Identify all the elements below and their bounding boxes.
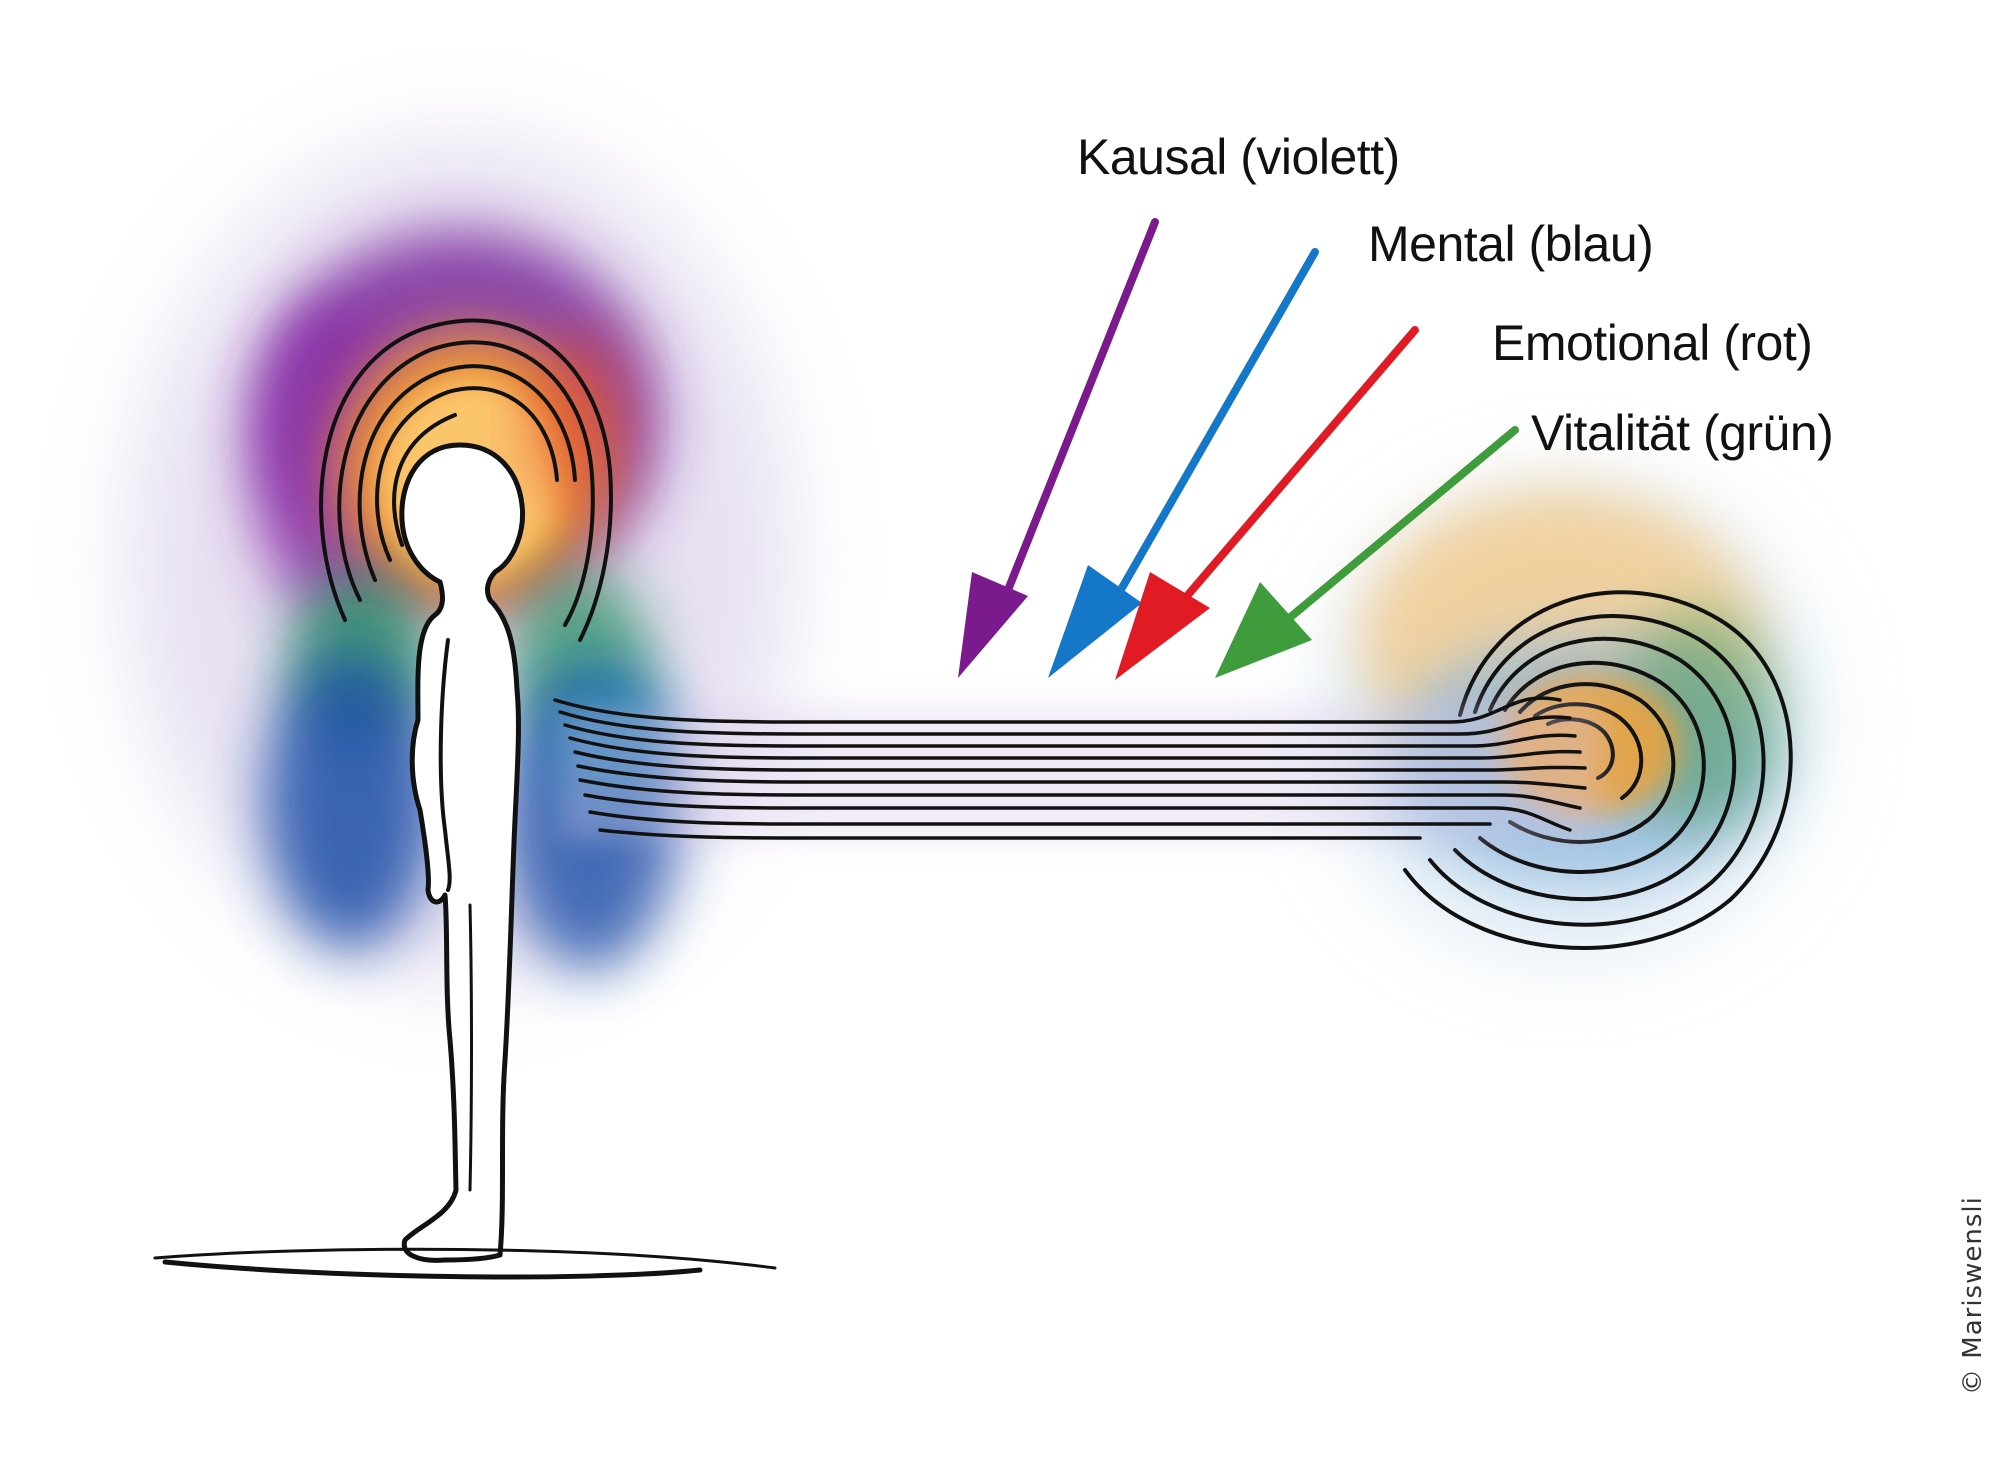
ground-shadow [153, 1247, 777, 1280]
connection-streams [553, 696, 1600, 840]
label-causal: Kausal (violett) [1077, 129, 1400, 185]
label-emotional: Emotional (rot) [1492, 315, 1813, 371]
label-mental: Mental (blau) [1368, 216, 1654, 272]
arrow-causal [958, 218, 1159, 678]
head-aura-rings [319, 318, 613, 642]
arrow-emotional [1115, 326, 1419, 680]
human-figure [399, 442, 526, 1263]
arrow-vitality [1215, 426, 1519, 678]
label-vitality: Vitalität (grün) [1531, 405, 1834, 461]
copyright-watermark: © Mariswensli [1958, 1196, 1988, 1395]
arrow-mental [1048, 248, 1319, 678]
